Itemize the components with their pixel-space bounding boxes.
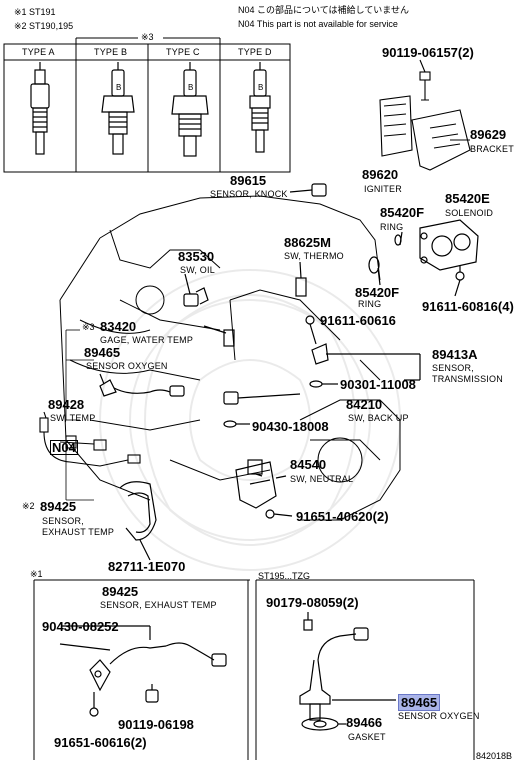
svg-text:B: B (116, 83, 121, 92)
lower-section-frames (33, 579, 475, 760)
part-91651-40620[interactable]: 91651-40620(2) (296, 509, 389, 524)
backup-switch (223, 391, 301, 428)
part-90179-08059[interactable]: 90179-08059(2) (266, 595, 359, 610)
part-89413A-desc2: TRANSMISSION (432, 374, 503, 384)
rings (368, 231, 403, 286)
part-90119-06198[interactable]: 90119-06198 (118, 717, 194, 732)
part-88625M[interactable]: 88625M (284, 235, 331, 250)
transmission-sensor (305, 315, 421, 388)
part-84540-desc: SW, NEUTRAL (290, 474, 354, 484)
part-90301-11008[interactable]: 90301-11008 (340, 377, 416, 392)
part-84210[interactable]: 84210 (346, 397, 383, 412)
oil-switch (183, 273, 209, 307)
part-89425-lower[interactable]: 89425 (102, 584, 139, 599)
part-84540[interactable]: 84540 (290, 457, 327, 472)
part-83420-desc: GAGE, WATER TEMP (100, 335, 194, 345)
part-89425-upper-desc1: SENSOR, (42, 516, 84, 526)
exhaust-temp-sensor-lower (59, 625, 227, 717)
part-85420F-ring[interactable]: 85420F (380, 205, 425, 220)
note-n04-jp: N04 この部品については補給していません (238, 5, 410, 15)
part-89428-desc: SW, TEMP (50, 413, 96, 423)
part-82711-1E070[interactable]: 82711-1E070 (108, 559, 186, 574)
part-85420E[interactable]: 85420E (445, 191, 490, 206)
part-89615-desc: SENSOR, KNOCK (210, 189, 288, 199)
part-89425-lower-desc: SENSOR, EXHAUST TEMP (100, 600, 217, 610)
part-83530[interactable]: 83530 (178, 249, 215, 264)
type-b-sensor: B (101, 62, 135, 155)
part-83530-desc: SW, OIL (180, 265, 215, 275)
types-table (3, 37, 291, 173)
part-89620[interactable]: 89620 (362, 167, 399, 182)
type-d-header: TYPE D (238, 47, 272, 57)
lower-right-header: ST195...TZG (258, 571, 311, 581)
oxygen-sensor-lower (299, 612, 396, 731)
svg-text:B: B (258, 83, 263, 92)
type-d-sensor: B (249, 62, 271, 153)
note-n04-en: N04 This part is not available for servi… (238, 19, 398, 29)
part-85420F-ring-desc: RING (380, 222, 404, 232)
knock-sensor (289, 183, 327, 197)
type-c-sensor: B (171, 62, 209, 157)
part-90430-08252[interactable]: 90430-08252 (42, 619, 119, 634)
part-85420F-ring2-desc: RING (358, 299, 382, 309)
part-90119-06157[interactable]: 90119-06157(2) (382, 45, 474, 60)
part-89425-upper[interactable]: 89425 (40, 499, 77, 514)
type-b-header: TYPE B (94, 47, 128, 57)
part-89629[interactable]: 89629 (470, 127, 507, 142)
part-89413A[interactable]: 89413A (432, 347, 478, 362)
leader-lines (65, 329, 94, 501)
part-89466[interactable]: 89466 (346, 715, 383, 730)
part-83420[interactable]: 83420 (100, 319, 137, 334)
note-star1: ※1 ST191 (14, 7, 56, 17)
igniter-assembly (379, 59, 471, 171)
part-90430-18008[interactable]: 90430-18008 (252, 419, 329, 434)
type-c-header: TYPE C (166, 47, 200, 57)
part-89466-desc: GASKET (348, 732, 386, 742)
type-a-header: TYPE A (22, 47, 55, 57)
part-89465-lower-desc: SENSOR OXYGEN (398, 711, 480, 721)
part-89465-lower[interactable]: 89465 (398, 694, 441, 711)
part-89425-upper-mark: ※2 (22, 501, 35, 511)
water-temp-gauge (203, 325, 235, 347)
part-89465-upper-desc: SENSOR OXYGEN (86, 361, 168, 371)
type-a-sensor (30, 62, 50, 155)
part-89413A-desc1: SENSOR, (432, 363, 474, 373)
neutral-switch (235, 459, 293, 519)
types-table-marker: ※3 (141, 32, 154, 42)
part-84210-desc: SW, BACK UP (348, 413, 409, 423)
part-88625M-desc: SW, THERMO (284, 251, 344, 261)
part-83420-mark: ※3 (82, 322, 95, 332)
part-89465-upper[interactable]: 89465 (84, 345, 121, 360)
part-n04: N04 (50, 440, 78, 455)
part-85420F-ring2[interactable]: 85420F (355, 285, 400, 300)
lower-left-marker: ※1 (30, 569, 43, 579)
part-91611-60816[interactable]: 91611-60816(4) (422, 299, 514, 314)
part-89425-upper-desc2: EXHAUST TEMP (42, 527, 115, 537)
svg-text:B: B (188, 83, 193, 92)
solenoid (419, 219, 479, 297)
part-89629-desc: BRACKET (470, 144, 514, 154)
part-89615[interactable]: 89615 (230, 173, 267, 188)
note-star2: ※2 ST190,195 (14, 21, 74, 31)
exhaust-temp-sensor-clamp (119, 481, 157, 561)
thermo-switch (295, 261, 307, 297)
part-89620-desc: IGNITER (364, 184, 402, 194)
oxygen-sensor-upper (99, 373, 185, 397)
part-91651-60616[interactable]: 91651-60616(2) (54, 735, 147, 750)
part-91611-60616[interactable]: 91611-60616 (320, 313, 396, 328)
part-85420E-desc: SOLENOID (445, 208, 494, 218)
engine-block-outline (59, 195, 401, 521)
footer-code: 842018B (476, 751, 513, 761)
part-89428[interactable]: 89428 (48, 397, 85, 412)
